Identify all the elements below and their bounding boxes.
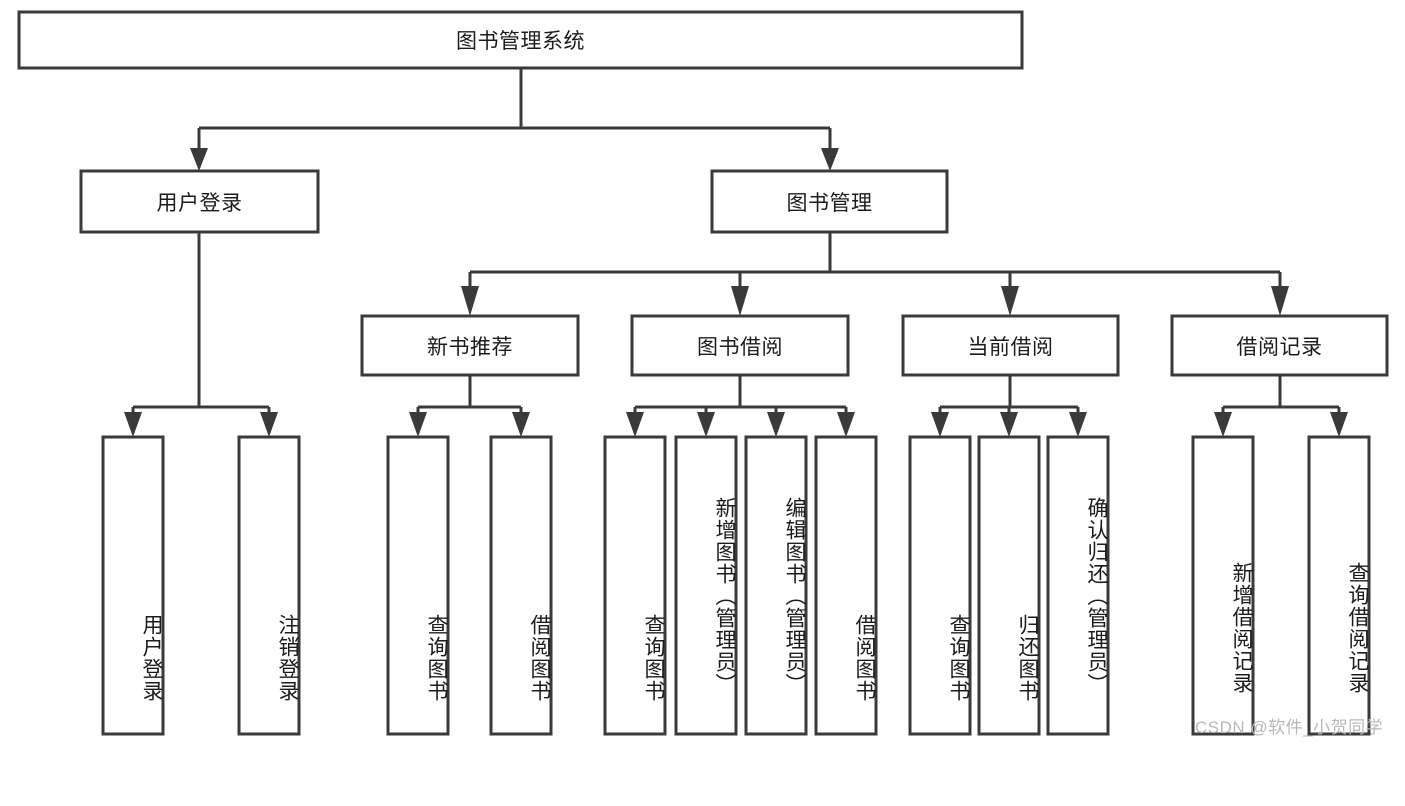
connector-group-book-borrow [626, 375, 855, 437]
diagram-svg [17, 10, 1389, 736]
arrowhead-nb-leaf-1 [409, 412, 427, 437]
csdn-watermark: CSDN @软件_小贺同学 [1195, 718, 1384, 737]
node-box-book-management[interactable] [710, 169, 949, 234]
arrowhead-book-mgmt [821, 148, 839, 171]
node-box-leaf-new-book-2[interactable] [489, 435, 553, 736]
node-box-leaf-book-borrow-2[interactable] [674, 435, 738, 736]
node-box-leaf-borrow-records-1[interactable] [1191, 435, 1255, 736]
node-box-leaf-current-borrow-2[interactable] [977, 435, 1041, 736]
node-box-leaf-borrow-records-2[interactable] [1307, 435, 1371, 736]
arrowhead-current-borrow [1001, 286, 1019, 316]
arrowhead-bb-leaf-1 [626, 412, 644, 437]
node-box-leaf-current-borrow-1[interactable] [908, 435, 972, 736]
node-box-leaf-current-borrow-3[interactable] [1046, 435, 1110, 736]
diagram-canvas: 图书管理系统 用户登录 图书管理 新书推荐 图书借阅 当前借阅 借阅记录 用户登… [17, 10, 1389, 737]
arrowhead-bb-leaf-4 [837, 412, 855, 437]
arrowhead-ul-leaf-1 [124, 412, 142, 437]
node-box-leaf-book-borrow-3[interactable] [744, 435, 808, 736]
arrowhead-bb-leaf-3 [767, 412, 785, 437]
node-box-book-borrow[interactable] [630, 314, 850, 377]
node-box-current-borrow[interactable] [901, 314, 1120, 377]
arrowhead-user-login [190, 148, 208, 171]
arrowhead-br-leaf-2 [1330, 412, 1348, 437]
node-box-user-login[interactable] [79, 169, 320, 234]
node-box-leaf-book-borrow-1[interactable] [603, 435, 667, 736]
node-box-leaf-user-login-2[interactable] [237, 435, 301, 736]
connector-group-book-mgmt [461, 232, 1289, 316]
connector-group-current-borrow [931, 375, 1087, 437]
arrowhead-cb-leaf-3 [1069, 412, 1087, 437]
node-box-new-book-recommend[interactable] [360, 314, 580, 377]
arrowhead-cb-leaf-1 [931, 412, 949, 437]
connector-group-root [190, 68, 839, 171]
connector-group-borrow-records [1214, 375, 1348, 437]
connector-group-new-book [409, 375, 530, 437]
arrowhead-nb-leaf-2 [512, 412, 530, 437]
node-box-root[interactable] [17, 10, 1024, 70]
arrowhead-br-leaf-1 [1214, 412, 1232, 437]
arrowhead-borrow-records [1271, 286, 1289, 316]
arrowhead-ul-leaf-2 [260, 412, 278, 437]
connector-group-user-login [124, 232, 278, 437]
node-box-leaf-book-borrow-4[interactable] [814, 435, 878, 736]
arrowhead-cb-leaf-2 [1000, 412, 1018, 437]
node-box-borrow-records[interactable] [1170, 314, 1389, 377]
node-box-leaf-user-login-1[interactable] [101, 435, 165, 736]
arrowhead-book-borrow [731, 286, 749, 316]
node-box-leaf-new-book-1[interactable] [386, 435, 450, 736]
arrowhead-new-book [461, 286, 479, 316]
arrowhead-bb-leaf-2 [697, 412, 715, 437]
